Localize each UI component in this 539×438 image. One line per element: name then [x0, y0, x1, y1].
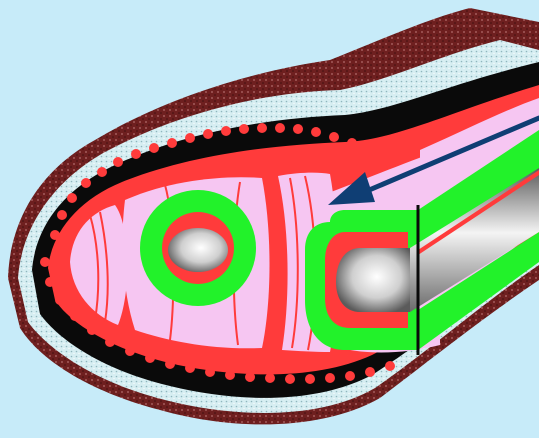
gray-lumen [168, 228, 228, 272]
gray-tube-lumen [336, 248, 410, 312]
